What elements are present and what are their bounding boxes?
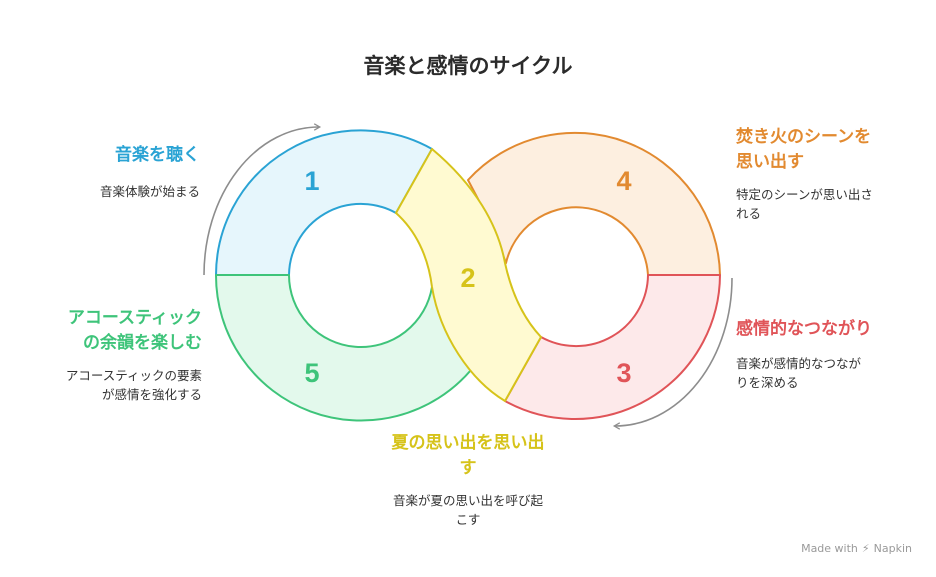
step-3-description-line: 音楽が感情的なつなが [736,356,862,371]
made-with-text: Made with [801,542,858,555]
page-title: 音楽と感情のサイクル [363,54,573,78]
segment-number-3: 3 [616,358,631,388]
segment-1 [215,129,433,276]
cycle-arrow-bottom-right [612,277,733,430]
step-4-description-line: れる [736,206,762,221]
step-4-label-line: 思い出す [736,152,804,172]
made-with-napkin-badge[interactable]: Made with ⚡ Napkin [801,542,912,555]
napkin-logo-icon: ⚡ [861,542,870,555]
step-5-description: アコースティックの要素 が感情を強化する [66,366,202,404]
segment-4 [467,131,721,276]
step-4-description: 特定のシーンが思い出さ れる [736,185,873,223]
segment-2 [395,148,542,402]
step-1-description: 音楽体験が始まる [100,182,200,201]
cycle-arrow-top-left [203,123,322,276]
step-5-label-line: アコースティック [67,308,202,328]
segment-number-5: 5 [304,358,319,388]
step-2-description-line: こす [455,512,481,527]
step-3-description-line: りを深める [736,375,799,390]
step-4-label: 焚き火のシーンを 思い出す [736,125,871,175]
step-1-label: 音楽を聴く [115,145,200,165]
step-3-description: 音楽が感情的なつなが りを深める [736,354,861,392]
segment-number-1: 1 [304,166,319,196]
step-2-description: 音楽が夏の思い出を呼び起 こす [363,491,573,529]
step-2-label: 夏の思い出を思い出 す [368,431,568,481]
step-2-label-line: 夏の思い出を思い出 [391,433,545,453]
step-2-label-line: す [459,458,477,478]
segment-number-4: 4 [616,166,631,196]
step-3-label: 感情的なつながり [736,319,872,339]
segment-5 [214,274,472,422]
segment-number-2: 2 [460,263,475,293]
step-5-label: アコースティック の余韻を楽しむ [68,306,202,356]
brand-name: Napkin [873,542,912,555]
step-5-label-line: の余韻を楽しむ [83,333,202,353]
step-5-description-line: アコースティックの要素 [65,368,202,383]
segment-3 [504,274,721,420]
step-4-description-line: 特定のシーンが思い出さ [736,187,873,202]
step-4-label-line: 焚き火のシーンを [736,127,872,147]
step-5-description-line: が感情を強化する [101,387,202,402]
step-2-description-line: 音楽が夏の思い出を呼び起 [392,493,543,508]
step-1-description-line: 音楽体験が始まる [99,184,200,199]
